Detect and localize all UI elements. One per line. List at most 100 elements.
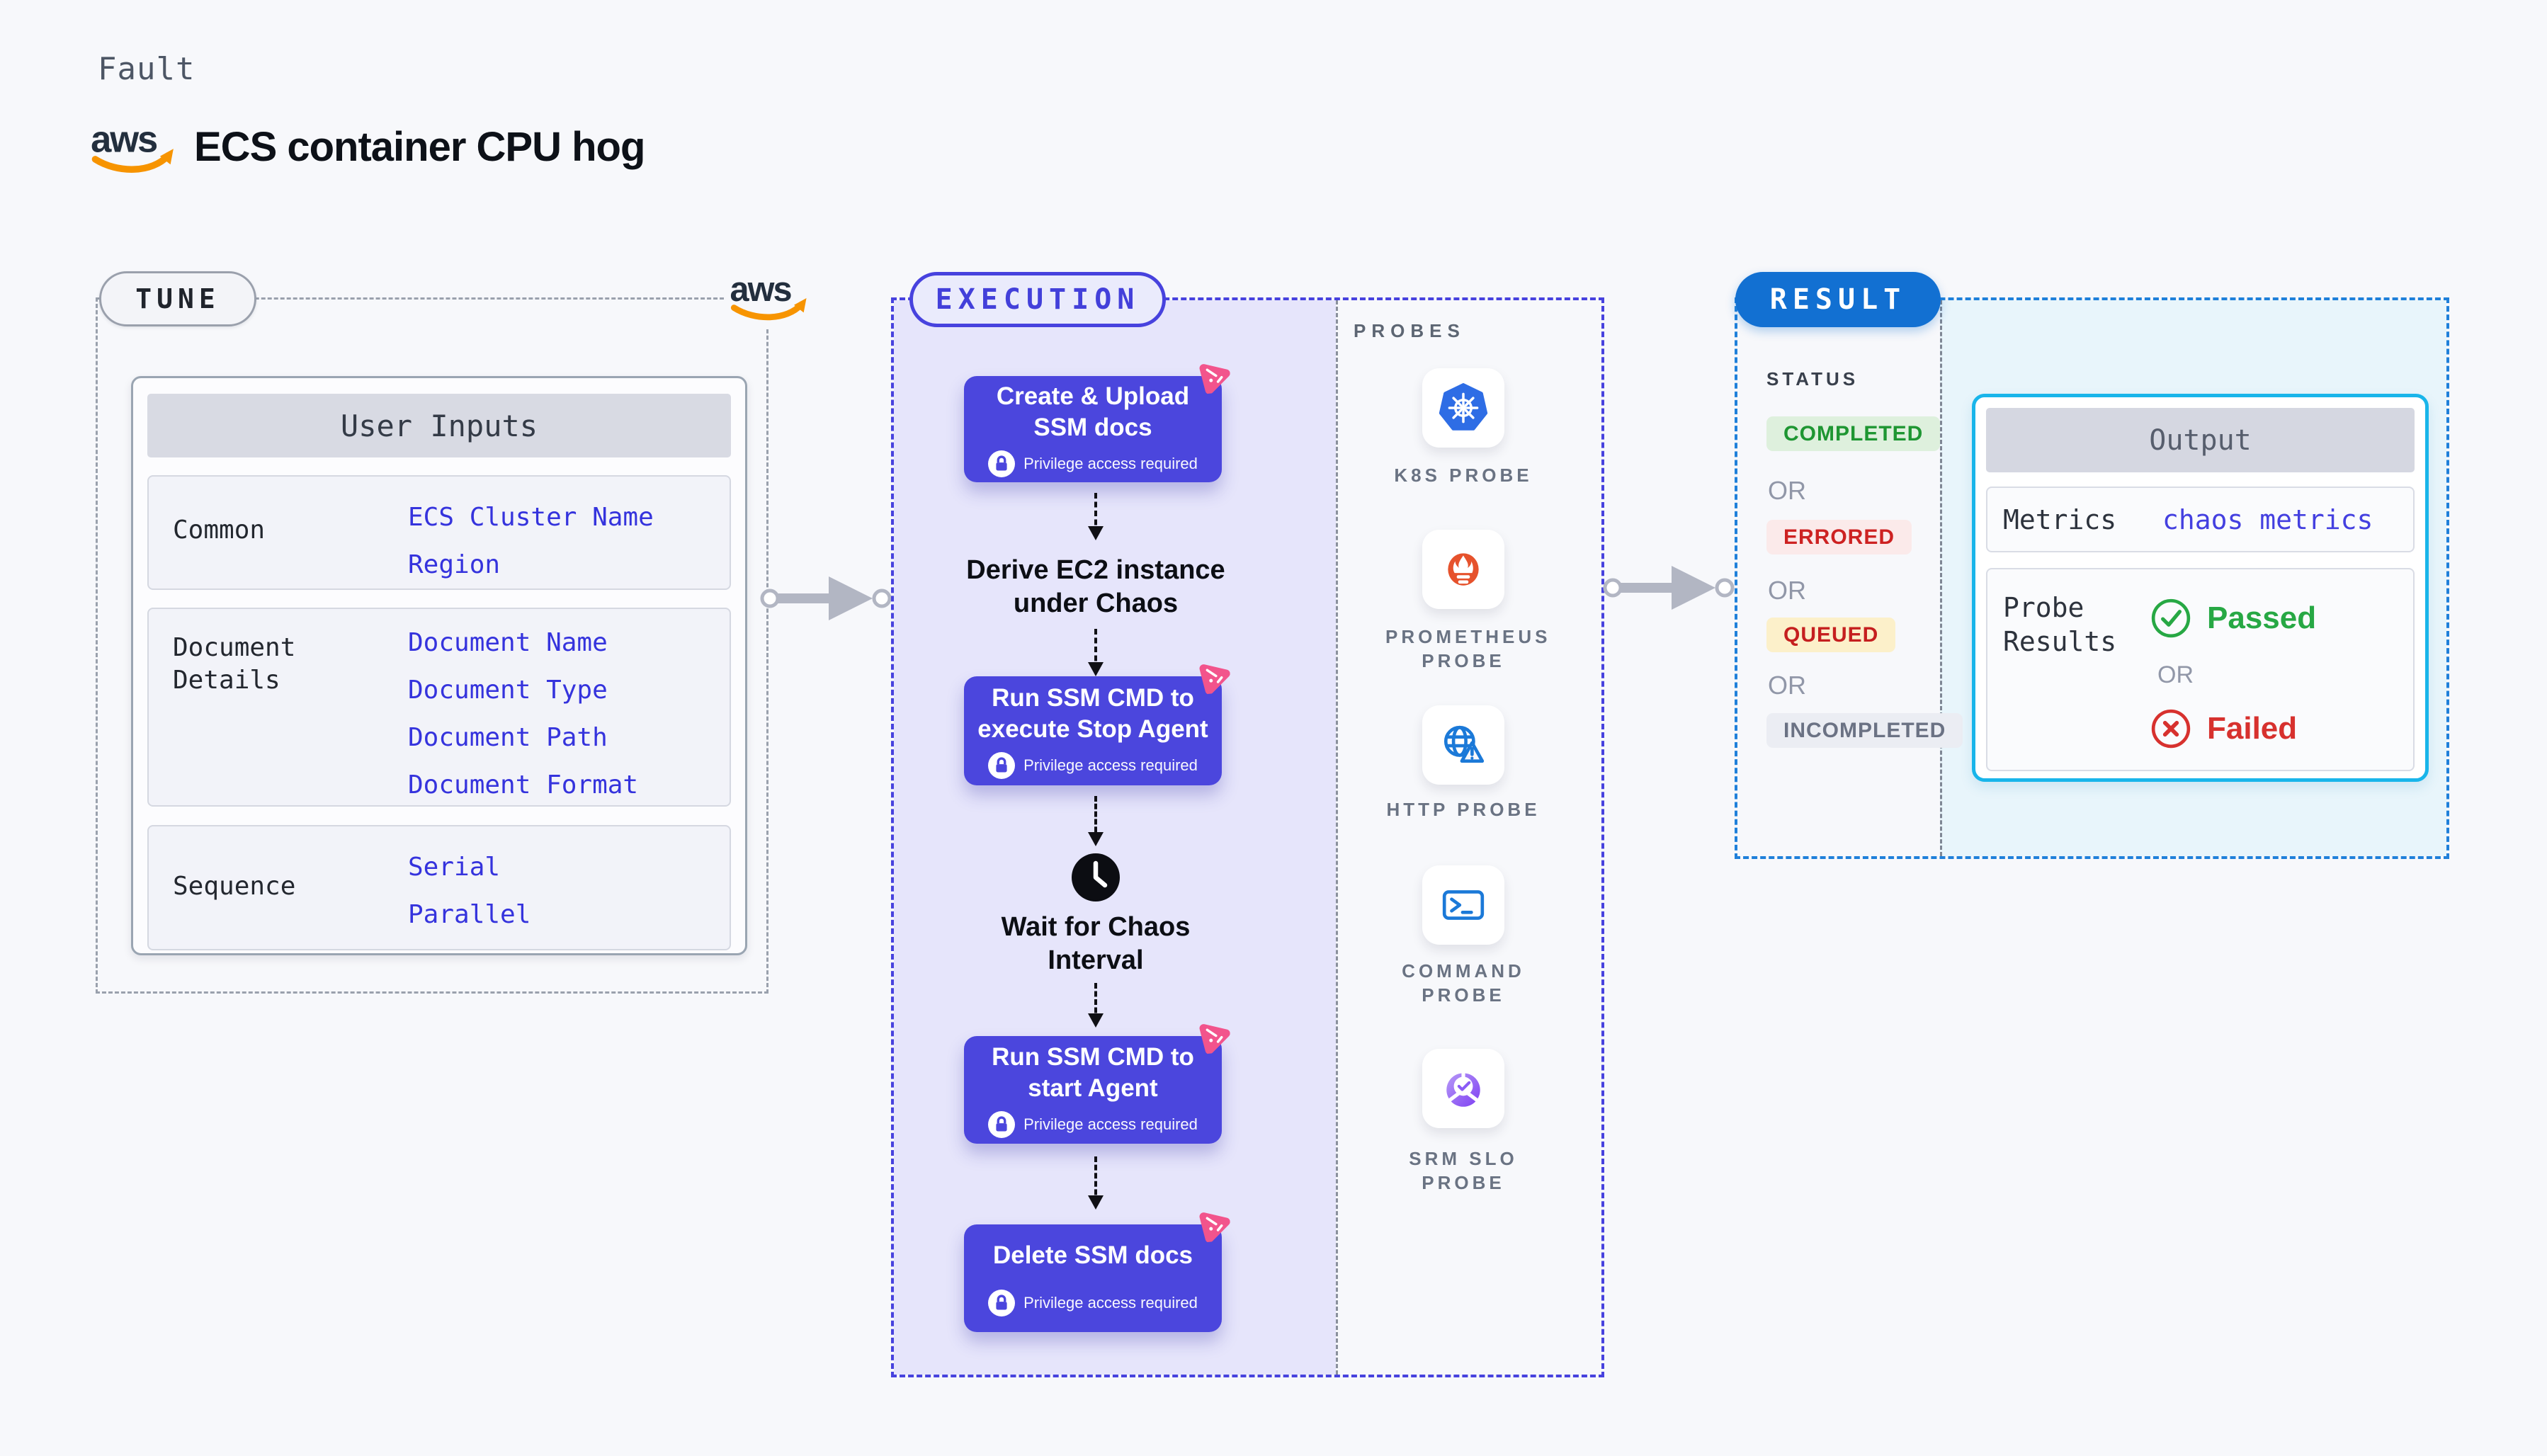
step-title: Delete SSM docs <box>992 1241 1193 1269</box>
probe-label: K8S PROBE <box>1394 465 1533 486</box>
clock-icon <box>1072 853 1120 904</box>
privilege-label: Privilege access required <box>1023 756 1198 774</box>
result-section: RESULT STATUS COMPLETED OR ERRORED OR QU… <box>1735 272 2449 859</box>
metrics-row: Metrics chaos metrics <box>1986 487 2415 552</box>
user-inputs-table: User Inputs Common ECS Cluster Name Regi… <box>131 376 747 955</box>
input-value: Parallel <box>408 900 531 929</box>
step-title: Run SSM CMD to execute Stop Agent <box>977 684 1208 743</box>
step-title: Create & Upload SSM docs <box>996 382 1190 441</box>
aws-logo-svg: aws <box>91 118 174 173</box>
execution-badge-label: EXECUTION <box>935 283 1140 316</box>
or-separator: OR <box>1768 671 1806 700</box>
privilege-row: Privilege access required <box>988 1290 1198 1316</box>
tune-section: TUNE aws User Inputs Common ECS Cluster … <box>96 264 813 994</box>
row-values: Document Name Document Type Document Pat… <box>408 619 638 809</box>
prometheus-icon <box>1448 553 1479 586</box>
aws-smile-arrowhead <box>159 149 174 165</box>
status-badge-completed: COMPLETED <box>1766 416 1941 451</box>
connector-arrow <box>1088 629 1104 676</box>
table-row-sequence: Sequence Serial Parallel <box>147 825 731 950</box>
probe-http <box>1422 705 1504 785</box>
execution-badge: EXECUTION <box>909 272 1166 327</box>
input-value: ECS Cluster Name <box>408 503 654 532</box>
connector-arrow <box>1088 796 1104 846</box>
connector-arrow <box>1088 983 1104 1028</box>
connector-arrow <box>1088 1156 1104 1210</box>
aws-logo-text: aws <box>91 119 157 160</box>
table-row-document-details: Document Details Document Name Document … <box>147 608 731 807</box>
input-value: Region <box>408 550 501 579</box>
input-value: Document Type <box>408 676 608 705</box>
lock-icon <box>988 1290 1016 1316</box>
output-card: Output Metrics chaos metrics Probe Resul… <box>1972 394 2429 782</box>
row-label: Document Details <box>173 633 296 695</box>
privilege-label: Privilege access required <box>1023 1294 1198 1312</box>
chaos-icon <box>1199 664 1230 695</box>
metrics-label: Metrics <box>2003 504 2117 535</box>
lock-icon <box>988 450 1016 477</box>
command-icon <box>1442 890 1485 920</box>
step-derive-ec2-instance: Derive EC2 instance under Chaos <box>966 555 1225 618</box>
probes-title: PROBES <box>1354 320 1465 341</box>
input-value: Document Name <box>408 628 608 657</box>
user-inputs-header: User Inputs <box>147 394 731 457</box>
chaos-icon <box>1199 364 1230 394</box>
row-values: ECS Cluster Name Region <box>408 494 654 588</box>
step-run-ssm-cmd-stop-agent: Run SSM CMD to execute Stop Agent Privil… <box>964 664 1230 785</box>
input-value: Document Format <box>408 770 639 800</box>
result-badge-label: RESULT <box>1769 283 1907 316</box>
privilege-row: Privilege access required <box>988 752 1198 779</box>
probe-label: SRM SLO PROBE <box>1409 1148 1518 1193</box>
aws-logo: aws <box>89 118 176 178</box>
probe-results-row: Probe Results Passed OR Failed <box>1986 568 2415 771</box>
status-title: STATUS <box>1766 368 1859 389</box>
aws-logo-svg: aws <box>730 271 807 321</box>
tune-badge: TUNE <box>99 271 256 326</box>
row-values: Serial Parallel <box>408 843 531 938</box>
k8s-icon <box>1439 383 1488 431</box>
privilege-row: Privilege access required <box>988 1111 1198 1138</box>
aws-logo-text: aws <box>730 271 791 309</box>
aws-smile <box>730 301 805 321</box>
input-value: Document Path <box>408 723 608 752</box>
or-separator: OR <box>2157 661 2194 688</box>
tune-to-execution-arrow <box>760 576 892 620</box>
status-badge-queued: QUEUED <box>1766 618 1896 652</box>
lock-icon <box>988 752 1016 779</box>
table-row-common: Common ECS Cluster Name Region <box>147 475 731 590</box>
passed-label: Passed <box>2207 601 2317 635</box>
probe-srm-slo <box>1422 1049 1504 1128</box>
passed-check-icon <box>2150 598 2191 642</box>
probe-label: PROMETHEUS PROBE <box>1385 626 1551 671</box>
probe-label: HTTP PROBE <box>1386 799 1541 820</box>
aws-logo: aws <box>724 264 813 329</box>
output-header: Output <box>1986 408 2415 472</box>
step-create-upload-ssm-docs: Create & Upload SSM docs Privilege acces… <box>964 364 1230 482</box>
aws-smile-arrowhead <box>794 297 807 313</box>
failed-label: Failed <box>2207 711 2298 746</box>
row-label: Sequence <box>173 872 296 901</box>
connector-arrow <box>1088 493 1104 540</box>
tune-badge-label: TUNE <box>135 283 220 314</box>
input-value: Serial <box>408 853 501 882</box>
chaos-icon <box>1199 1024 1230 1054</box>
http-icon <box>1443 725 1485 763</box>
row-label: Common <box>173 516 266 545</box>
privilege-row: Privilege access required <box>988 450 1198 477</box>
privilege-label: Privilege access required <box>1023 455 1198 472</box>
probe-prometheus <box>1422 530 1504 609</box>
step-delete-ssm-docs: Delete SSM docs Privilege access require… <box>964 1212 1230 1332</box>
fault-eyebrow: Fault <box>98 51 195 87</box>
result-badge: RESULT <box>1735 272 1941 327</box>
step-wait-for-chaos-interval: Wait for Chaos Interval <box>1001 912 1191 975</box>
srm-slo-icon <box>1446 1071 1480 1107</box>
status-badge-incompleted: INCOMPLETED <box>1766 713 1963 748</box>
step-title: Run SSM CMD to start Agent <box>992 1043 1194 1102</box>
failed-x-icon <box>2150 708 2191 752</box>
status-badge-errored: ERRORED <box>1766 520 1912 554</box>
probe-k8s <box>1422 368 1504 448</box>
chaos-icon <box>1199 1212 1230 1243</box>
probe-command <box>1422 865 1504 945</box>
metrics-value: chaos metrics <box>2162 504 2373 535</box>
